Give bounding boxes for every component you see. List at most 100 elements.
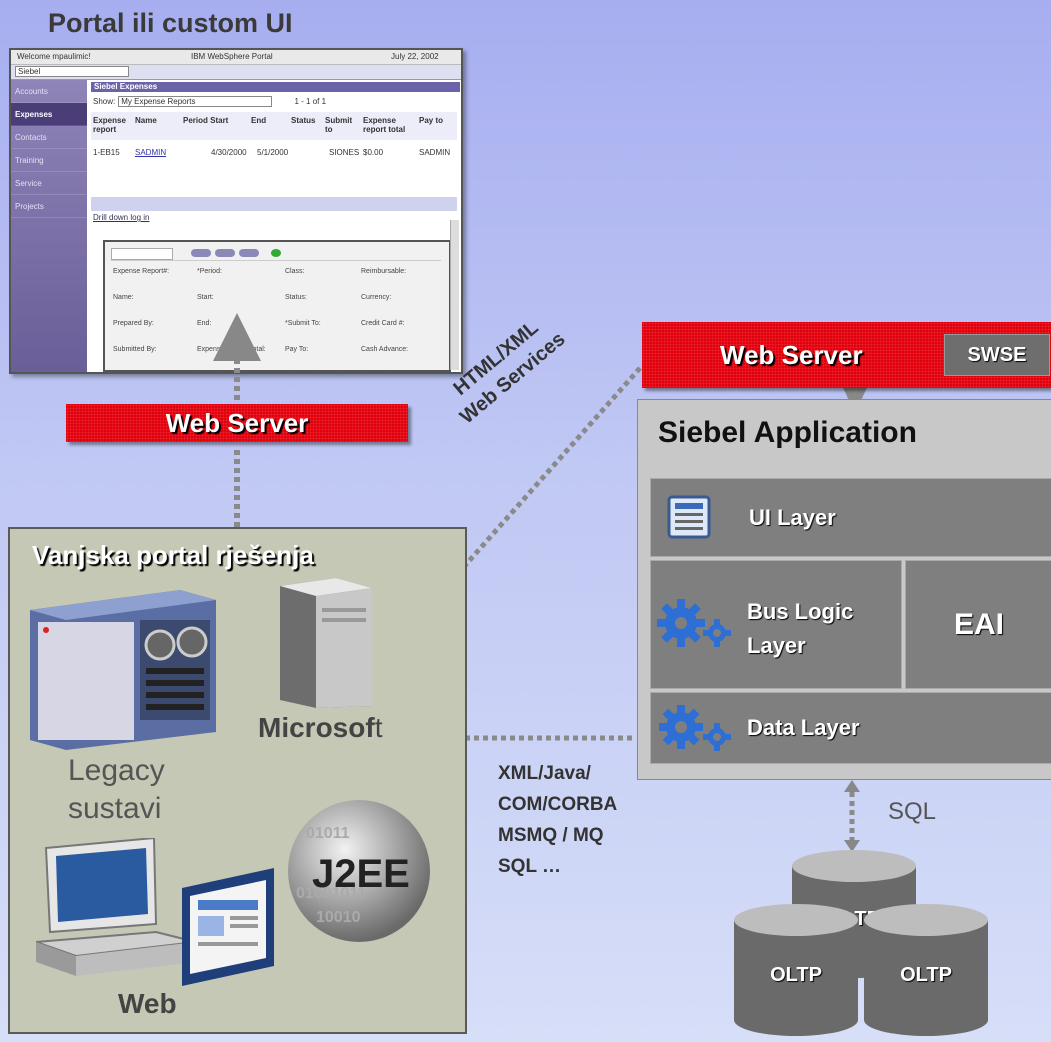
- microsoft-label-tail: t: [374, 712, 383, 743]
- form-label: Name:: [113, 294, 134, 301]
- menu-select[interactable]: [111, 248, 173, 260]
- form-toolbar: [111, 248, 441, 261]
- ui-layer: UI Layer: [650, 478, 1051, 557]
- scrollbar[interactable]: [450, 220, 459, 370]
- form-button[interactable]: [239, 249, 259, 257]
- gears-icon: [659, 705, 731, 751]
- nav-item-contacts[interactable]: Contacts: [11, 126, 87, 149]
- form-label: Prepared By:: [113, 320, 154, 327]
- form-label: Start:: [197, 294, 214, 301]
- portlet-divider: [91, 197, 457, 211]
- form-label: Reimbursable:: [361, 268, 407, 275]
- table-row[interactable]: 1-EB15 SADMIN 4/30/2000 5/1/2000 SIONES …: [91, 144, 457, 174]
- detail-form: Expense Report#: *Period: Class: Reimbur…: [103, 240, 451, 372]
- window-icon: [667, 495, 711, 539]
- svg-text:01001011: 01001011: [296, 885, 366, 902]
- legacy-server-icon: [30, 590, 216, 750]
- database-icon: [864, 904, 988, 1036]
- web-computer-icon: [36, 838, 274, 986]
- show-select[interactable]: My Expense Reports: [118, 96, 273, 107]
- show-label: Show:: [93, 97, 116, 106]
- form-button[interactable]: [215, 249, 235, 257]
- nav-item-training[interactable]: Training: [11, 149, 87, 172]
- form-label: *Period:: [197, 268, 222, 275]
- swse-box: SWSE: [944, 334, 1050, 376]
- table-cell-link[interactable]: SADMIN: [135, 148, 167, 157]
- form-label: End:: [197, 320, 212, 327]
- oltp-label: OLTP: [770, 964, 822, 986]
- column-header: Expense report total: [363, 116, 406, 134]
- legacy-line-2: sustavi: [68, 792, 162, 825]
- portlet-title: Siebel Expenses: [91, 82, 460, 92]
- external-portal-title: Vanjska portal rješenja: [32, 540, 314, 570]
- arrowhead-up: [847, 388, 863, 398]
- web-server-left: Web Server: [66, 404, 408, 442]
- portal-title: Portal ili custom UI: [48, 8, 293, 38]
- portal-tab-bar: Siebel: [11, 65, 461, 80]
- arrowhead-up: [844, 780, 860, 792]
- microsoft-server-icon: [280, 578, 372, 708]
- siebel-select[interactable]: Siebel: [15, 66, 129, 77]
- protocol-line: MSMQ / MQ: [498, 825, 604, 846]
- table-cell: SIONES: [329, 148, 360, 157]
- table-header: Expense report Name Period Start End Sta…: [91, 112, 457, 140]
- table-cell: 4/30/2000: [211, 148, 247, 157]
- protocol-line: COM/CORBA: [498, 794, 618, 815]
- form-label: Submitted By:: [113, 346, 157, 353]
- table-cell: 5/1/2000: [257, 148, 289, 157]
- nav-item-accounts[interactable]: Accounts: [11, 80, 87, 103]
- microsoft-label: Microsoft: [258, 712, 382, 744]
- web-label: Web: [118, 988, 177, 1019]
- gears-icon: [657, 599, 731, 647]
- table-cell: $0.00: [363, 148, 384, 157]
- column-header: Submit to: [325, 116, 353, 134]
- microsoft-label-main: Microsof: [258, 712, 375, 743]
- j2ee-label: J2EE: [312, 852, 410, 896]
- paging-text: 1 - 1 of 1: [294, 97, 327, 106]
- form-label: *Submit To:: [285, 320, 321, 327]
- nav-item-expenses[interactable]: Expenses: [11, 103, 87, 126]
- nav-item-service[interactable]: Service: [11, 172, 87, 195]
- form-label: Currency:: [361, 294, 392, 301]
- portal-sidebar: Accounts Expenses Contacts Training Serv…: [11, 80, 87, 372]
- business-logic-label: Bus Logic Layer: [747, 595, 853, 663]
- form-button[interactable]: [191, 249, 211, 257]
- table-cell: SADMIN: [419, 148, 451, 157]
- data-layer-label: Data Layer: [747, 715, 860, 740]
- ui-layer-label: UI Layer: [749, 505, 836, 530]
- oltp-label: OLTP: [900, 964, 952, 986]
- column-header: Name: [135, 116, 157, 125]
- form-label: Status:: [285, 294, 307, 301]
- column-header: Status: [291, 116, 316, 125]
- form-label: Pay To:: [285, 346, 309, 353]
- eai-box: EAI: [905, 560, 1051, 689]
- protocols-label: XML/Java/ COM/CORBA MSMQ / MQ SQL …: [498, 758, 617, 882]
- j2ee-globe-icon: 01011 01001011 10010: [288, 800, 430, 942]
- column-header: Period Start: [183, 116, 229, 125]
- legacy-label: Legacy sustavi: [68, 752, 165, 828]
- portal-screenshot: Welcome mpaulimic! IBM WebSphere Portal …: [9, 48, 463, 374]
- nav-item-projects[interactable]: Projects: [11, 195, 87, 218]
- status-icon: [271, 249, 281, 257]
- business-logic-line-1: Bus Logic: [747, 599, 854, 624]
- arrowhead-down: [844, 840, 860, 852]
- welcome-text: Welcome mpaulimic!: [17, 52, 91, 61]
- business-logic-line-2: Layer: [747, 633, 806, 658]
- protocol-line: XML/Java/: [498, 763, 591, 784]
- business-logic-layer: Bus Logic Layer: [650, 560, 902, 689]
- show-filter: Show:My Expense Reports 1 - 1 of 1: [93, 96, 326, 107]
- form-label: Expense Report#:: [113, 268, 170, 275]
- column-header: End: [251, 116, 267, 125]
- drill-down-link[interactable]: Drill down log in: [93, 213, 150, 222]
- form-label: Class:: [285, 268, 305, 275]
- table-cell: 1-EB15: [93, 148, 120, 157]
- web-server-right: Web Server SWSE: [642, 322, 1051, 388]
- form-label: Cash Advance:: [361, 346, 409, 353]
- web-server-right-label: Web Server: [720, 340, 863, 370]
- portal-header-bar: Welcome mpaulimic! IBM WebSphere Portal …: [11, 50, 461, 65]
- siebel-application-title: Siebel Application: [658, 416, 917, 449]
- portal-name: IBM WebSphere Portal: [191, 52, 273, 61]
- svg-text:10010: 10010: [316, 909, 361, 926]
- data-layer: Data Layer: [650, 692, 1051, 764]
- database-icon: [734, 904, 858, 1036]
